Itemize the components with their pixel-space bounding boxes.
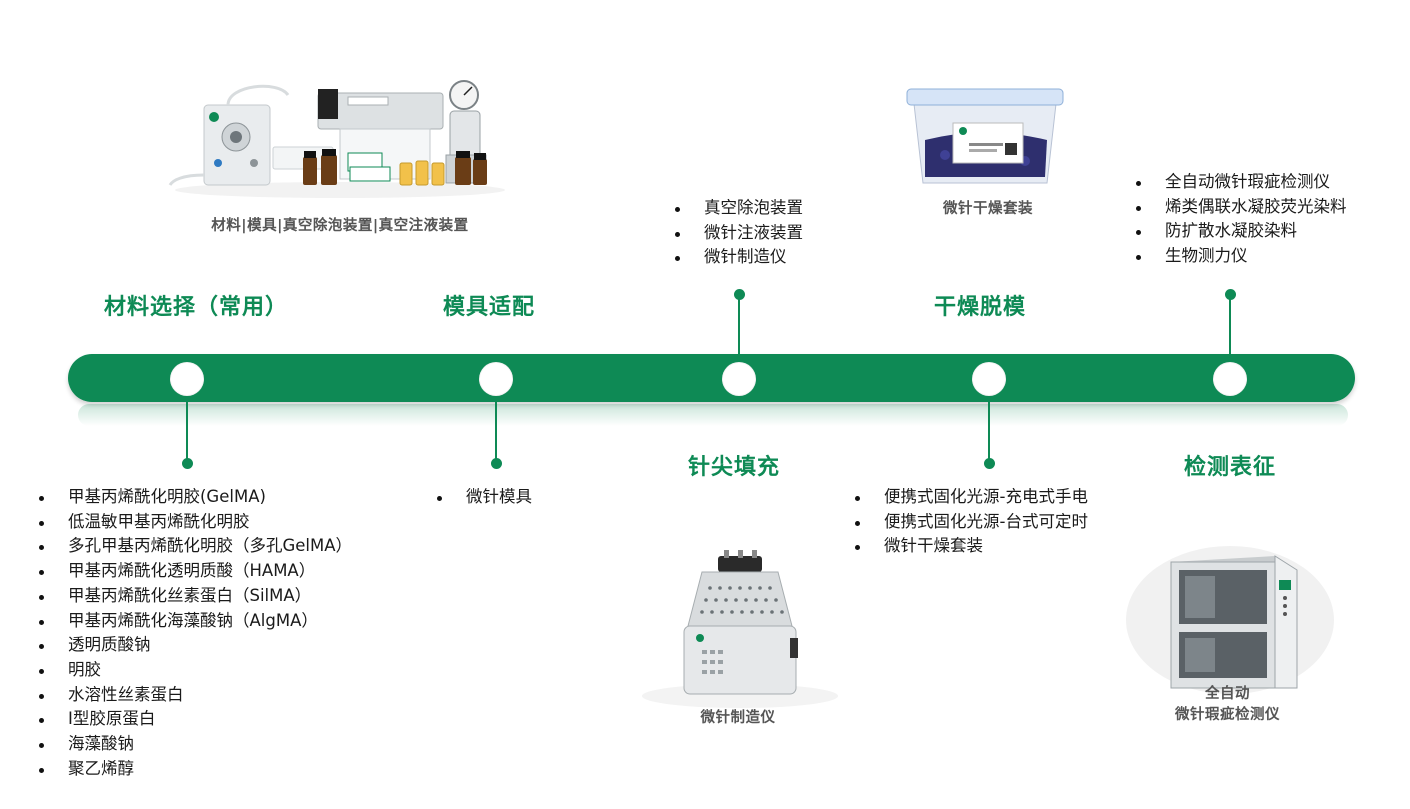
- mold-list: 微针模具: [435, 485, 532, 510]
- stage-title-mold-matching: 模具适配: [443, 295, 536, 320]
- filling-list: 真空除泡装置 微针注液装置 微针制造仪: [673, 196, 803, 270]
- connector-drying-demolding: [988, 397, 990, 463]
- materials-list: 甲基丙烯酰化明胶(GelMA) 低温敏甲基丙烯酰化明胶 多孔甲基丙烯酰化明胶（多…: [37, 485, 352, 781]
- materials-equipment-caption: 材料|模具|真空除泡装置|真空注液装置: [211, 218, 469, 234]
- connector-dot-testing: [1224, 288, 1236, 300]
- list-item: 微针模具: [435, 485, 532, 510]
- list-item: 微针注液装置: [673, 221, 803, 246]
- defect-inspector-caption-line1: 全自动: [1205, 686, 1250, 702]
- connector-dot-mold-matching: [490, 457, 502, 469]
- stage-title-testing: 检测表征: [1184, 455, 1277, 480]
- connector-dot-material-selection: [181, 457, 193, 469]
- microneedle-fabricator-photo: [642, 550, 838, 708]
- microneedle-fabricator-caption: 微针制造仪: [700, 710, 776, 726]
- list-item: 低温敏甲基丙烯酰化明胶: [37, 510, 352, 535]
- list-item: 海藻酸钠: [37, 732, 352, 757]
- list-item: Ⅰ型胶原蛋白: [37, 707, 352, 732]
- timeline-bar: [68, 354, 1355, 402]
- drying-list: 便携式固化光源-充电式手电 便携式固化光源-台式可定时 微针干燥套装: [853, 485, 1088, 559]
- connector-dot-drying-demolding: [983, 457, 995, 469]
- list-item: 便携式固化光源-台式可定时: [853, 510, 1088, 535]
- list-item: 防扩散水凝胶染料: [1134, 219, 1347, 244]
- list-item: 微针制造仪: [673, 245, 803, 270]
- drying-kit-photo: [906, 88, 1064, 184]
- list-item: 便携式固化光源-充电式手电: [853, 485, 1088, 510]
- materials-equipment-photo: [168, 80, 505, 198]
- defect-inspector-caption-line2: 微针瑕疵检测仪: [1175, 707, 1280, 723]
- list-item: 明胶: [37, 658, 352, 683]
- list-item: 全自动微针瑕疵检测仪: [1134, 170, 1347, 195]
- list-item: 甲基丙烯酰化透明质酸（HAMA）: [37, 559, 352, 584]
- drying-kit-caption: 微针干燥套装: [943, 201, 1033, 217]
- stage-title-material-selection: 材料选择（常用）: [104, 295, 289, 320]
- connector-tip-filling: [738, 294, 740, 360]
- list-item: 透明质酸钠: [37, 633, 352, 658]
- list-item: 甲基丙烯酰化丝素蛋白（SilMA）: [37, 584, 352, 609]
- connector-material-selection: [186, 397, 188, 463]
- stage-title-tip-filling: 针尖填充: [688, 455, 781, 480]
- timeline-node-mold-matching: [479, 362, 513, 396]
- list-item: 多孔甲基丙烯酰化明胶（多孔GelMA）: [37, 534, 352, 559]
- defect-inspector-photo: [1126, 546, 1334, 694]
- list-item: 甲基丙烯酰化海藻酸钠（AlgMA）: [37, 609, 352, 634]
- list-item: 水溶性丝素蛋白: [37, 683, 352, 708]
- list-item: 聚乙烯醇: [37, 757, 352, 782]
- timeline-node-testing: [1213, 362, 1247, 396]
- list-item: 生物测力仪: [1134, 244, 1347, 269]
- testing-list: 全自动微针瑕疵检测仪 烯类偶联水凝胶荧光染料 防扩散水凝胶染料 生物测力仪: [1134, 170, 1347, 269]
- list-item: 微针干燥套装: [853, 534, 1088, 559]
- timeline-bar-reflection: [78, 404, 1348, 426]
- list-item: 真空除泡装置: [673, 196, 803, 221]
- connector-dot-tip-filling: [733, 288, 745, 300]
- list-item: 甲基丙烯酰化明胶(GelMA): [37, 485, 352, 510]
- timeline-node-material-selection: [170, 362, 204, 396]
- timeline-node-drying-demolding: [972, 362, 1006, 396]
- list-item: 烯类偶联水凝胶荧光染料: [1134, 195, 1347, 220]
- timeline-node-tip-filling: [722, 362, 756, 396]
- connector-mold-matching: [495, 397, 497, 463]
- stage-title-drying-demolding: 干燥脱模: [934, 295, 1027, 320]
- connector-testing: [1229, 294, 1231, 360]
